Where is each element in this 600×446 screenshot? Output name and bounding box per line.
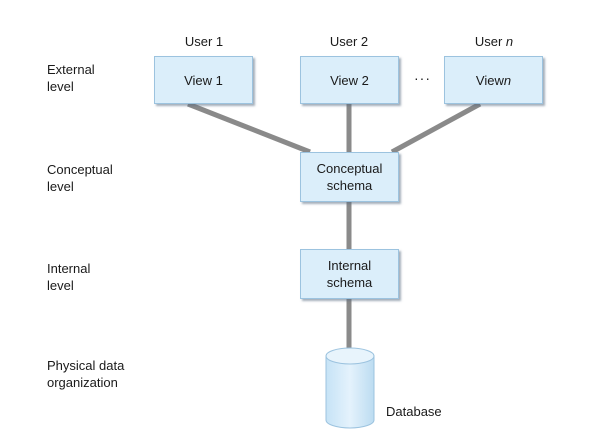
internal-level-label: Internal level xyxy=(47,261,91,293)
external-level-label: External level xyxy=(47,62,95,94)
conceptual-schema-box: Conceptual schema xyxy=(300,152,399,202)
database-icon xyxy=(325,347,375,429)
more-views-ellipsis: ··· xyxy=(414,70,431,86)
connector-viewn-conceptual xyxy=(390,101,482,155)
user-n-label: User n xyxy=(474,34,514,49)
user-2-label: User 2 xyxy=(329,34,369,49)
view-n-box: View n xyxy=(444,56,543,104)
physical-data-organization-label: Physical data organization xyxy=(47,358,125,390)
view-2-box: View 2 xyxy=(300,56,399,104)
database-label: Database xyxy=(386,404,442,419)
connector-view1-conceptual xyxy=(187,101,311,155)
view-1-box: View 1 xyxy=(154,56,253,104)
conceptual-level-label: Conceptual level xyxy=(47,162,113,194)
internal-schema-box: Internal schema xyxy=(300,249,399,299)
user-1-label: User 1 xyxy=(184,34,224,49)
